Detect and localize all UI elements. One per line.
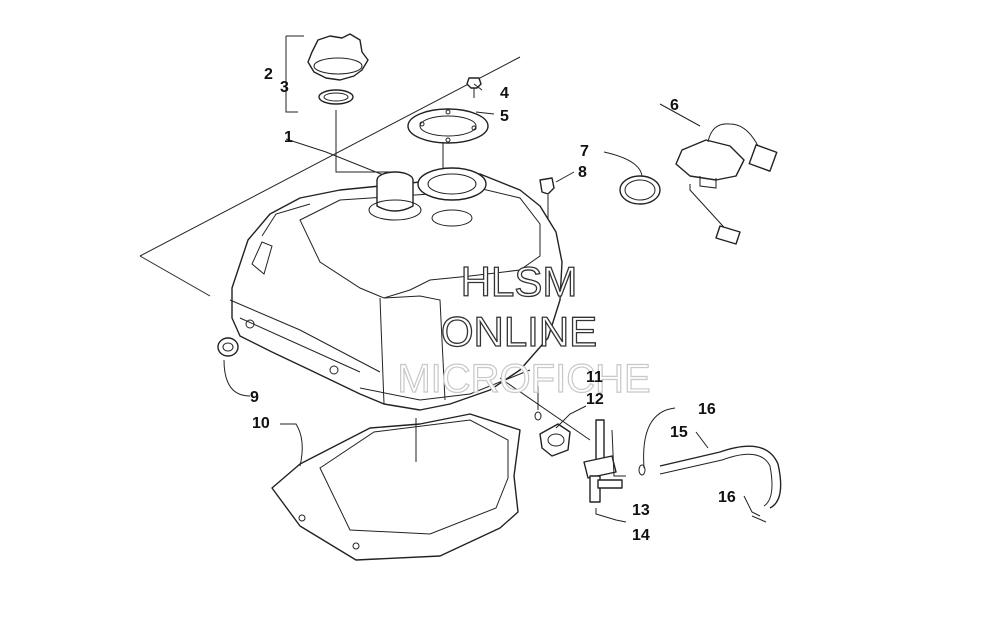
valve-leader (499, 377, 591, 441)
callout-15: 15 (670, 424, 688, 441)
watermark: HLSM ONLINE MICROFICHE (397, 257, 652, 401)
vent-fitting[interactable] (539, 177, 555, 195)
callout-5: 5 (500, 108, 509, 125)
callout-16b: 16 (718, 489, 736, 506)
callout-10: 10 (252, 415, 270, 432)
callout-12: 12 (586, 391, 604, 408)
callout-3: 3 (280, 79, 289, 96)
callout-4: 4 (500, 85, 509, 102)
callout-2: 2 (264, 66, 273, 83)
grommet[interactable] (217, 337, 239, 357)
skid-plate[interactable] (271, 413, 521, 561)
skid-leader (280, 423, 303, 467)
grommet-leader (223, 359, 251, 397)
pump-gasket[interactable] (619, 175, 661, 205)
fuel-hose[interactable] (638, 445, 782, 523)
screw[interactable] (466, 77, 482, 98)
cap-bracket (285, 35, 304, 113)
gasket-leader (603, 151, 643, 177)
callout-8: 8 (578, 164, 587, 181)
callout-1: 1 (284, 129, 293, 146)
watermark-line1: HLSM (461, 258, 578, 305)
watermark-line2: ONLINE (441, 308, 597, 355)
callout-13: 13 (632, 502, 650, 519)
watermark-line3: MICROFICHE (397, 357, 650, 401)
callout-7: 7 (580, 143, 589, 160)
cap-o-ring[interactable] (318, 89, 354, 105)
callout-leaders (473, 83, 761, 523)
pump-mount-plate[interactable] (407, 108, 489, 144)
callout-9: 9 (250, 389, 259, 406)
fuel-tank[interactable] (229, 167, 563, 411)
callout-16a: 16 (698, 401, 716, 418)
callout-6: 6 (670, 97, 679, 114)
fuel-cap[interactable] (307, 33, 369, 81)
fuel-valve-assembly[interactable] (534, 411, 623, 503)
callout-labels: 1 2 3 4 5 6 7 8 9 10 11 12 13 14 15 16 1… (250, 66, 736, 544)
callout-14: 14 (632, 527, 650, 544)
fuel-pump-sender[interactable] (675, 123, 778, 245)
callout-11: 11 (586, 369, 603, 386)
